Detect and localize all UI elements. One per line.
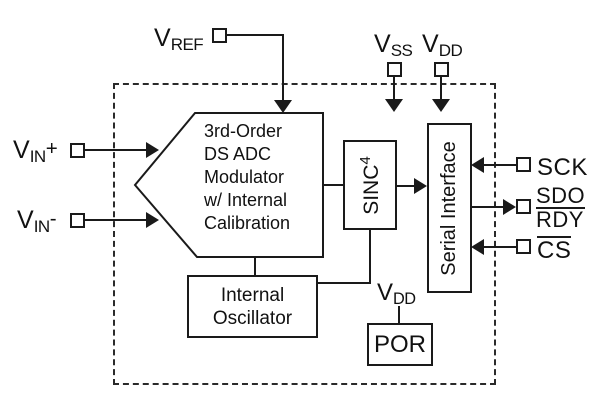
modulator-line-5: Calibration <box>204 213 291 233</box>
internal-oscillator-label: Internal Oscillator <box>212 284 293 329</box>
modulator-block-text: 3rd-Order DS ADC Modulator w/ Internal C… <box>204 120 322 235</box>
chip-boundary-dashed-border <box>113 83 496 385</box>
vss-wire-vertical <box>393 76 395 100</box>
vref-pin <box>212 28 227 43</box>
serial-interface-block: Serial Interface <box>427 123 472 293</box>
sinc-to-serial-wire <box>396 185 416 187</box>
sck-pin <box>516 157 531 172</box>
modulator-line-3: Modulator <box>204 167 285 187</box>
vss-label: VSS <box>374 30 413 61</box>
sdo-rdy-pin <box>516 199 531 214</box>
vref-arrowhead-down <box>274 100 292 113</box>
vref-wire-vertical <box>282 34 284 101</box>
internal-oscillator-block: Internal Oscillator <box>187 275 318 338</box>
sinc-filter-label: SINC4 <box>356 155 383 215</box>
serial-interface-label: Serial Interface <box>438 140 461 276</box>
vin-minus-wire <box>84 219 147 221</box>
vin-minus-label: VIN- <box>17 206 57 237</box>
vin-plus-arrowhead-right <box>146 142 159 158</box>
oscillator-to-sinc-wire-vertical <box>369 229 371 284</box>
modulator-line-4: w/ Internal <box>204 190 288 210</box>
sdo-rdy-wire <box>471 206 505 208</box>
sdo-rdy-label: SDO RDY <box>536 183 586 232</box>
oscillator-wire-horizontal <box>317 282 371 284</box>
cs-label: CS <box>537 236 572 264</box>
por-block: POR <box>367 323 433 366</box>
modulator-line-1: 3rd-Order <box>204 121 283 141</box>
vin-plus-wire <box>84 149 147 151</box>
vss-arrowhead-down <box>385 99 403 112</box>
cs-arrowhead-left <box>471 239 484 255</box>
vdd-label: VDD <box>422 30 463 61</box>
por-vdd-wire <box>398 306 400 324</box>
vref-label: VREF <box>154 24 204 55</box>
vss-pin <box>387 62 402 77</box>
cs-wire <box>483 246 517 248</box>
sinc-filter-block: SINC4 <box>343 140 397 230</box>
sck-wire <box>483 164 517 166</box>
sck-arrowhead-left <box>471 157 484 173</box>
vref-wire-horizontal <box>226 34 284 36</box>
cs-pin <box>516 239 531 254</box>
sdo-rdy-arrowhead-right <box>503 199 516 215</box>
vin-minus-arrowhead-right <box>146 212 159 228</box>
vin-plus-label: VIN+ <box>13 136 58 167</box>
vdd-pin <box>434 62 449 77</box>
vdd-arrowhead-down <box>432 99 450 112</box>
rdy-label: RDY <box>536 207 584 232</box>
modulator-to-oscillator-wire <box>254 256 256 276</box>
por-label: POR <box>373 330 426 358</box>
vdd-wire-vertical <box>440 76 442 100</box>
sck-label: SCK <box>537 154 588 181</box>
sinc-to-serial-arrowhead <box>414 178 427 194</box>
por-vdd-label: VDD <box>377 279 416 308</box>
sdo-label: SDO <box>536 183 586 209</box>
modulator-block-shape <box>133 112 324 258</box>
modulator-to-sinc-wire <box>322 184 344 186</box>
modulator-line-2: DS ADC <box>204 144 272 164</box>
vin-minus-pin <box>70 213 85 228</box>
vin-plus-pin <box>70 143 85 158</box>
